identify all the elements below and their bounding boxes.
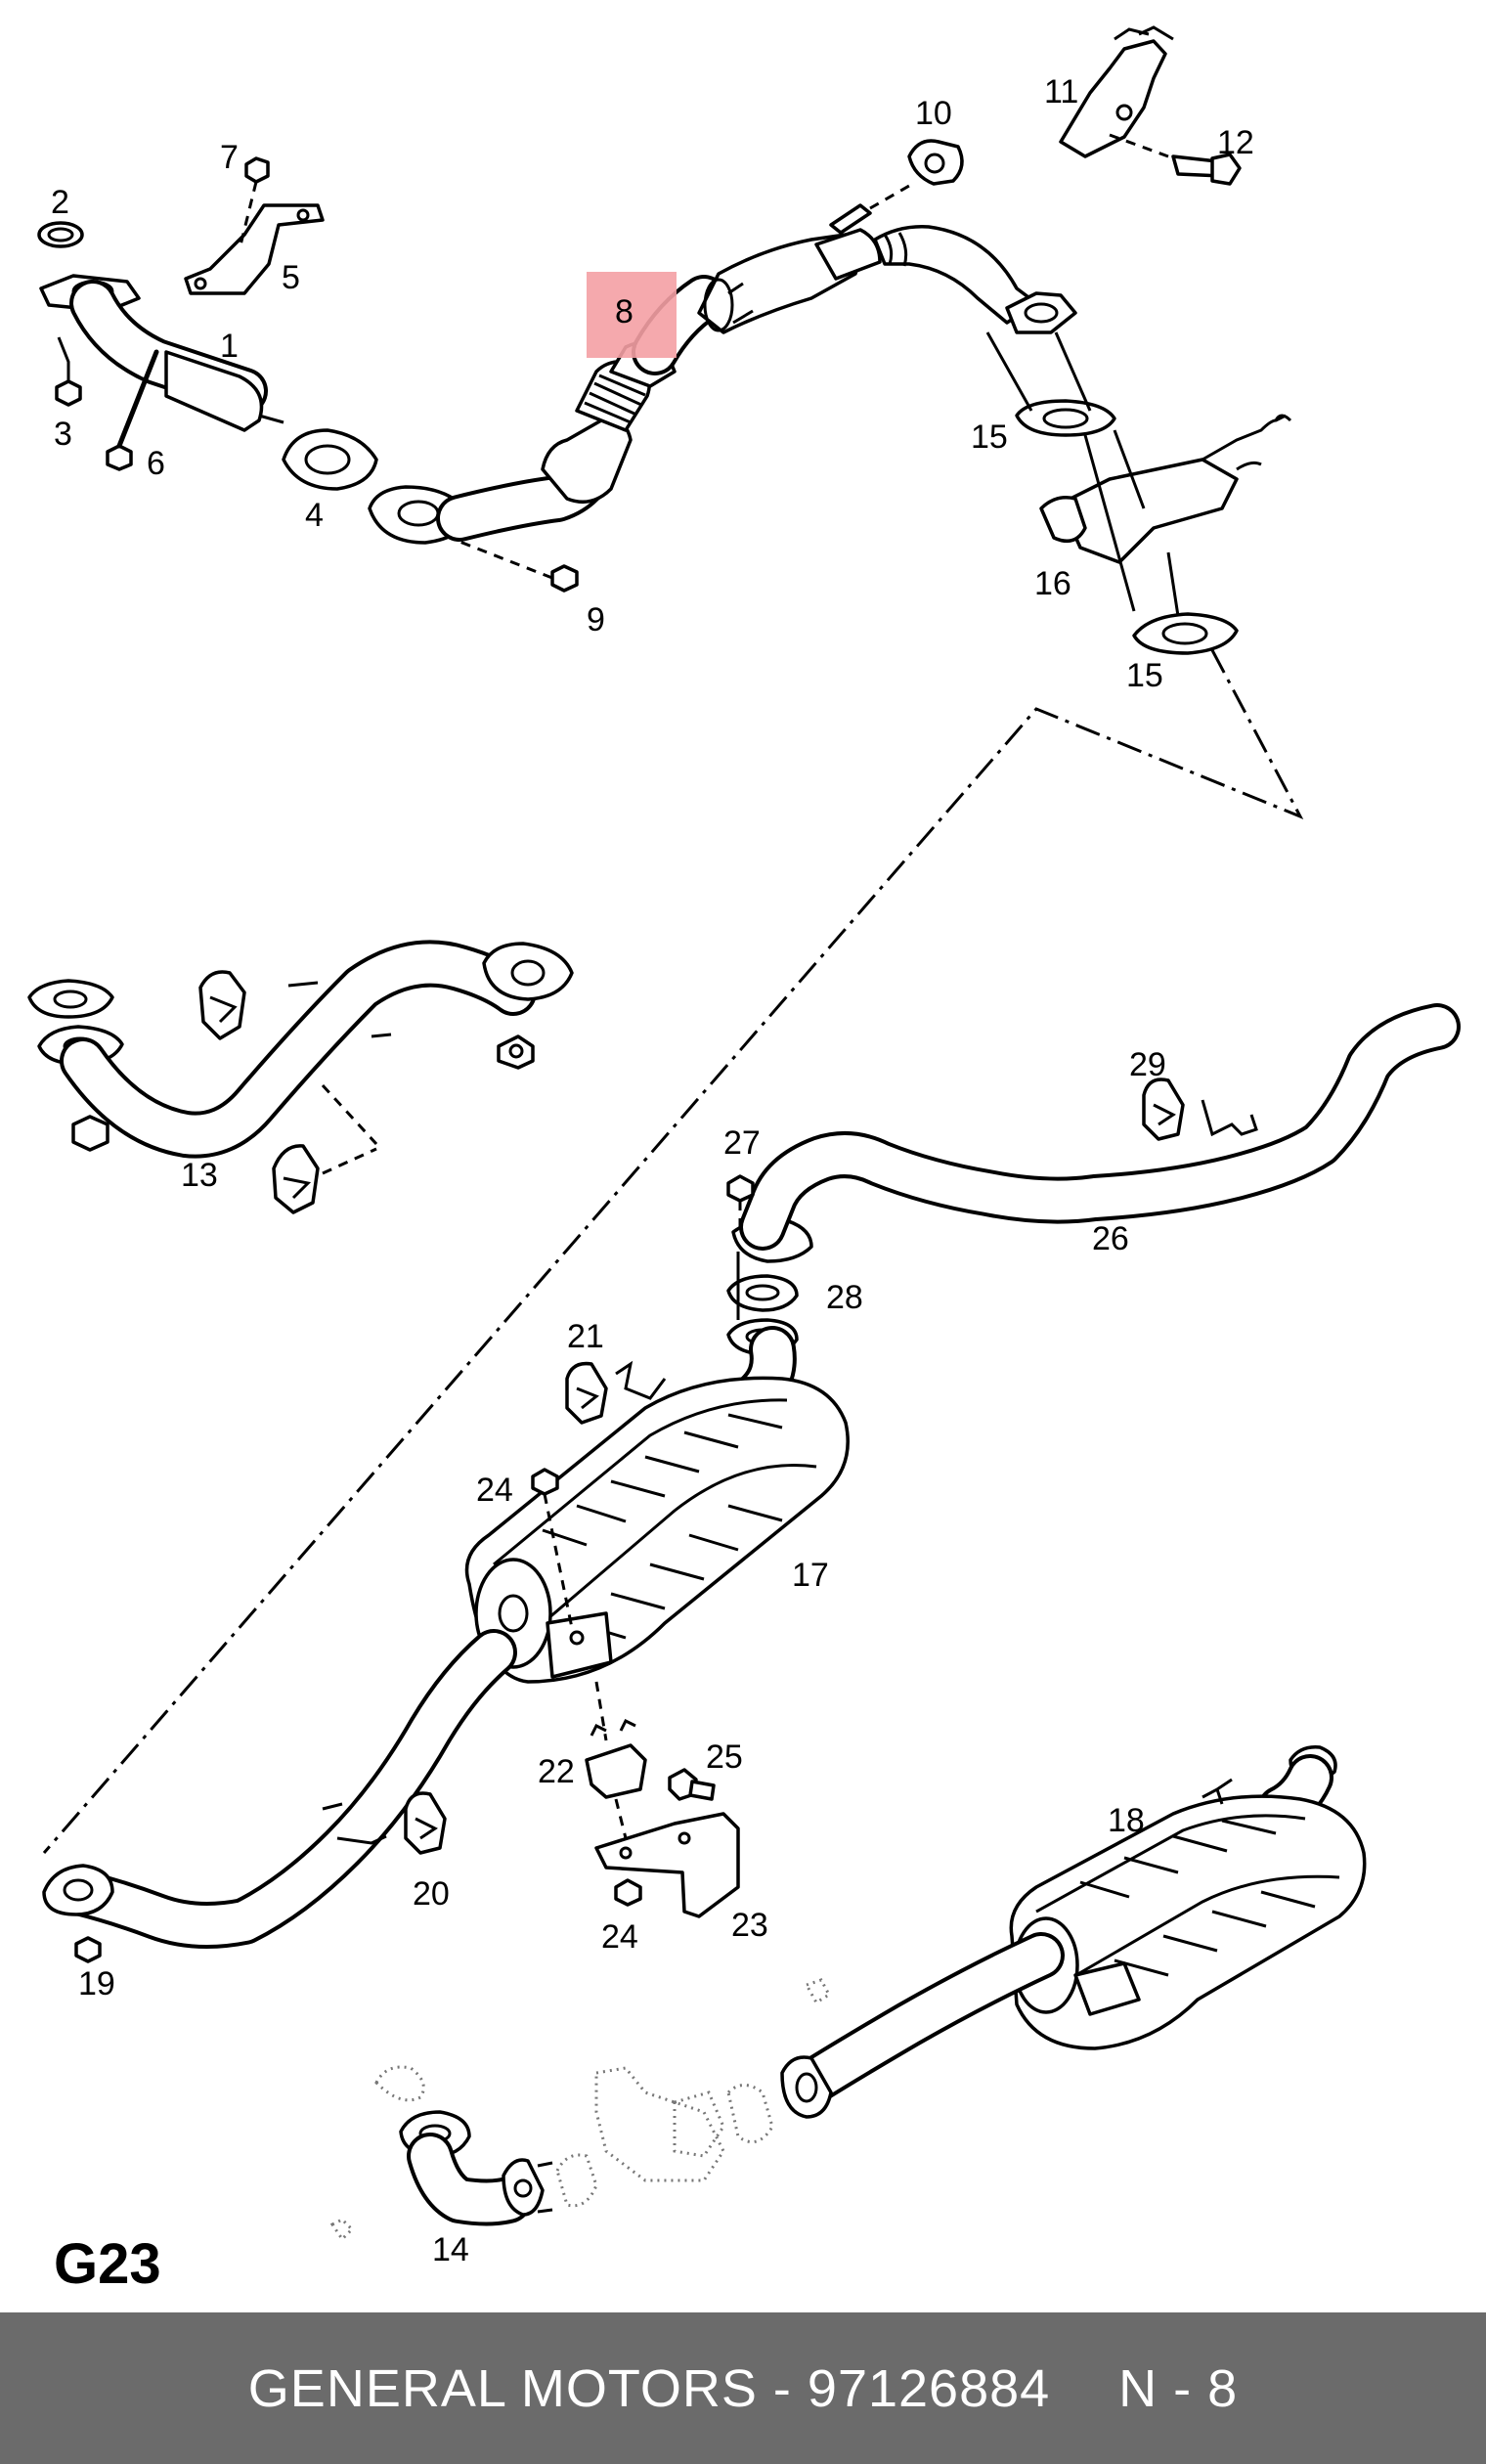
gasket-part-2 <box>37 221 84 248</box>
front-pipe-part-13 <box>27 940 574 1214</box>
nut-part-27 <box>726 1174 755 1227</box>
callout-20: 20 <box>413 1875 450 1913</box>
callout-24b: 24 <box>601 1918 638 1956</box>
callout-16: 16 <box>1034 565 1071 602</box>
callout-8: 8 <box>615 293 634 330</box>
sensor-lead <box>829 184 910 235</box>
front-pipe-part-1 <box>39 274 284 432</box>
part-number: 97126884 <box>807 2358 1051 2418</box>
bracket-part-23 <box>594 1798 740 1918</box>
callout-17: 17 <box>792 1557 829 1594</box>
assembly-reference-line <box>42 649 1304 1854</box>
callout-7: 7 <box>220 139 239 176</box>
callout-6: 6 <box>147 445 165 482</box>
part-callouts: 1 2 3 4 5 6 7 8 9 10 11 12 13 14 15 15 1… <box>51 73 1254 2268</box>
diagram-position: N - 8 <box>1118 2358 1239 2418</box>
bolt-part-6 <box>106 349 159 471</box>
highlight-box-part-8 <box>587 272 677 358</box>
callout-14: 14 <box>432 2231 469 2268</box>
callout-15b: 15 <box>1126 657 1163 694</box>
nut-part-9 <box>550 564 579 593</box>
flange-part-10 <box>907 139 964 186</box>
bracket-part-5 <box>184 203 325 295</box>
bracket-part-11 <box>1059 25 1174 158</box>
gasket-part-4 <box>282 428 378 491</box>
callout-12: 12 <box>1217 124 1254 161</box>
callout-9: 9 <box>587 601 605 638</box>
callout-25: 25 <box>706 1738 743 1776</box>
muffler-part-17 <box>464 1326 850 1684</box>
exhaust-system-diagram: 1 2 3 4 5 6 7 8 9 10 11 12 13 14 15 15 1… <box>27 25 1461 2296</box>
callout-21: 21 <box>567 1318 604 1355</box>
callout-24a: 24 <box>476 1472 513 1509</box>
footer-bar: GENERAL MOTORS - 97126884 N - 8 <box>0 2312 1486 2464</box>
sensor-part-16 <box>1039 414 1292 612</box>
hanger-part-20 <box>404 1791 447 1855</box>
gasket-part-15-lower <box>1132 551 1239 655</box>
callout-10: 10 <box>915 95 952 132</box>
bolt-part-12 <box>1109 133 1242 186</box>
ghost-parts <box>329 1978 831 2242</box>
hanger-part-21 <box>565 1360 667 1425</box>
callout-23: 23 <box>731 1907 768 1944</box>
pipe-part-14 <box>399 2110 553 2226</box>
callout-1: 1 <box>220 328 239 365</box>
callout-27: 27 <box>723 1124 761 1162</box>
nut-part-24-lower <box>614 1878 642 1907</box>
callout-5: 5 <box>282 259 300 296</box>
callout-28: 28 <box>826 1279 863 1316</box>
callout-13: 13 <box>181 1157 218 1194</box>
diagram-code: G23 <box>54 2232 161 2296</box>
nut-part-7 <box>238 156 270 250</box>
bolt-part-25 <box>668 1768 716 1801</box>
tailpipe-to-18 <box>780 1932 1065 2119</box>
callout-3: 3 <box>54 416 72 453</box>
callout-26: 26 <box>1092 1220 1129 1257</box>
callout-11: 11 <box>1044 73 1078 110</box>
nut-part-3 <box>55 336 82 407</box>
callout-19: 19 <box>78 1965 115 2002</box>
callout-18: 18 <box>1108 1802 1145 1839</box>
rear-muffler-part-18 <box>1009 1745 1367 2050</box>
callout-4: 4 <box>305 497 324 534</box>
callout-15a: 15 <box>971 418 1008 456</box>
callout-2: 2 <box>51 184 69 221</box>
rear-pipe-to-19 <box>55 1629 517 1949</box>
gasket-part-15-upper <box>985 291 1116 437</box>
pipe-part-26 <box>731 1003 1461 1263</box>
nut-part-24-upper <box>531 1468 574 1629</box>
flange-part-19 <box>42 1864 114 1963</box>
mount-part-22 <box>585 1681 647 1799</box>
callout-22: 22 <box>538 1753 575 1790</box>
manufacturer-name: GENERAL MOTORS <box>247 2358 758 2418</box>
separator: - <box>772 2358 792 2418</box>
catalytic-converter <box>697 225 1038 334</box>
callout-29: 29 <box>1129 1046 1166 1083</box>
hanger-part-29 <box>1142 1078 1258 1141</box>
